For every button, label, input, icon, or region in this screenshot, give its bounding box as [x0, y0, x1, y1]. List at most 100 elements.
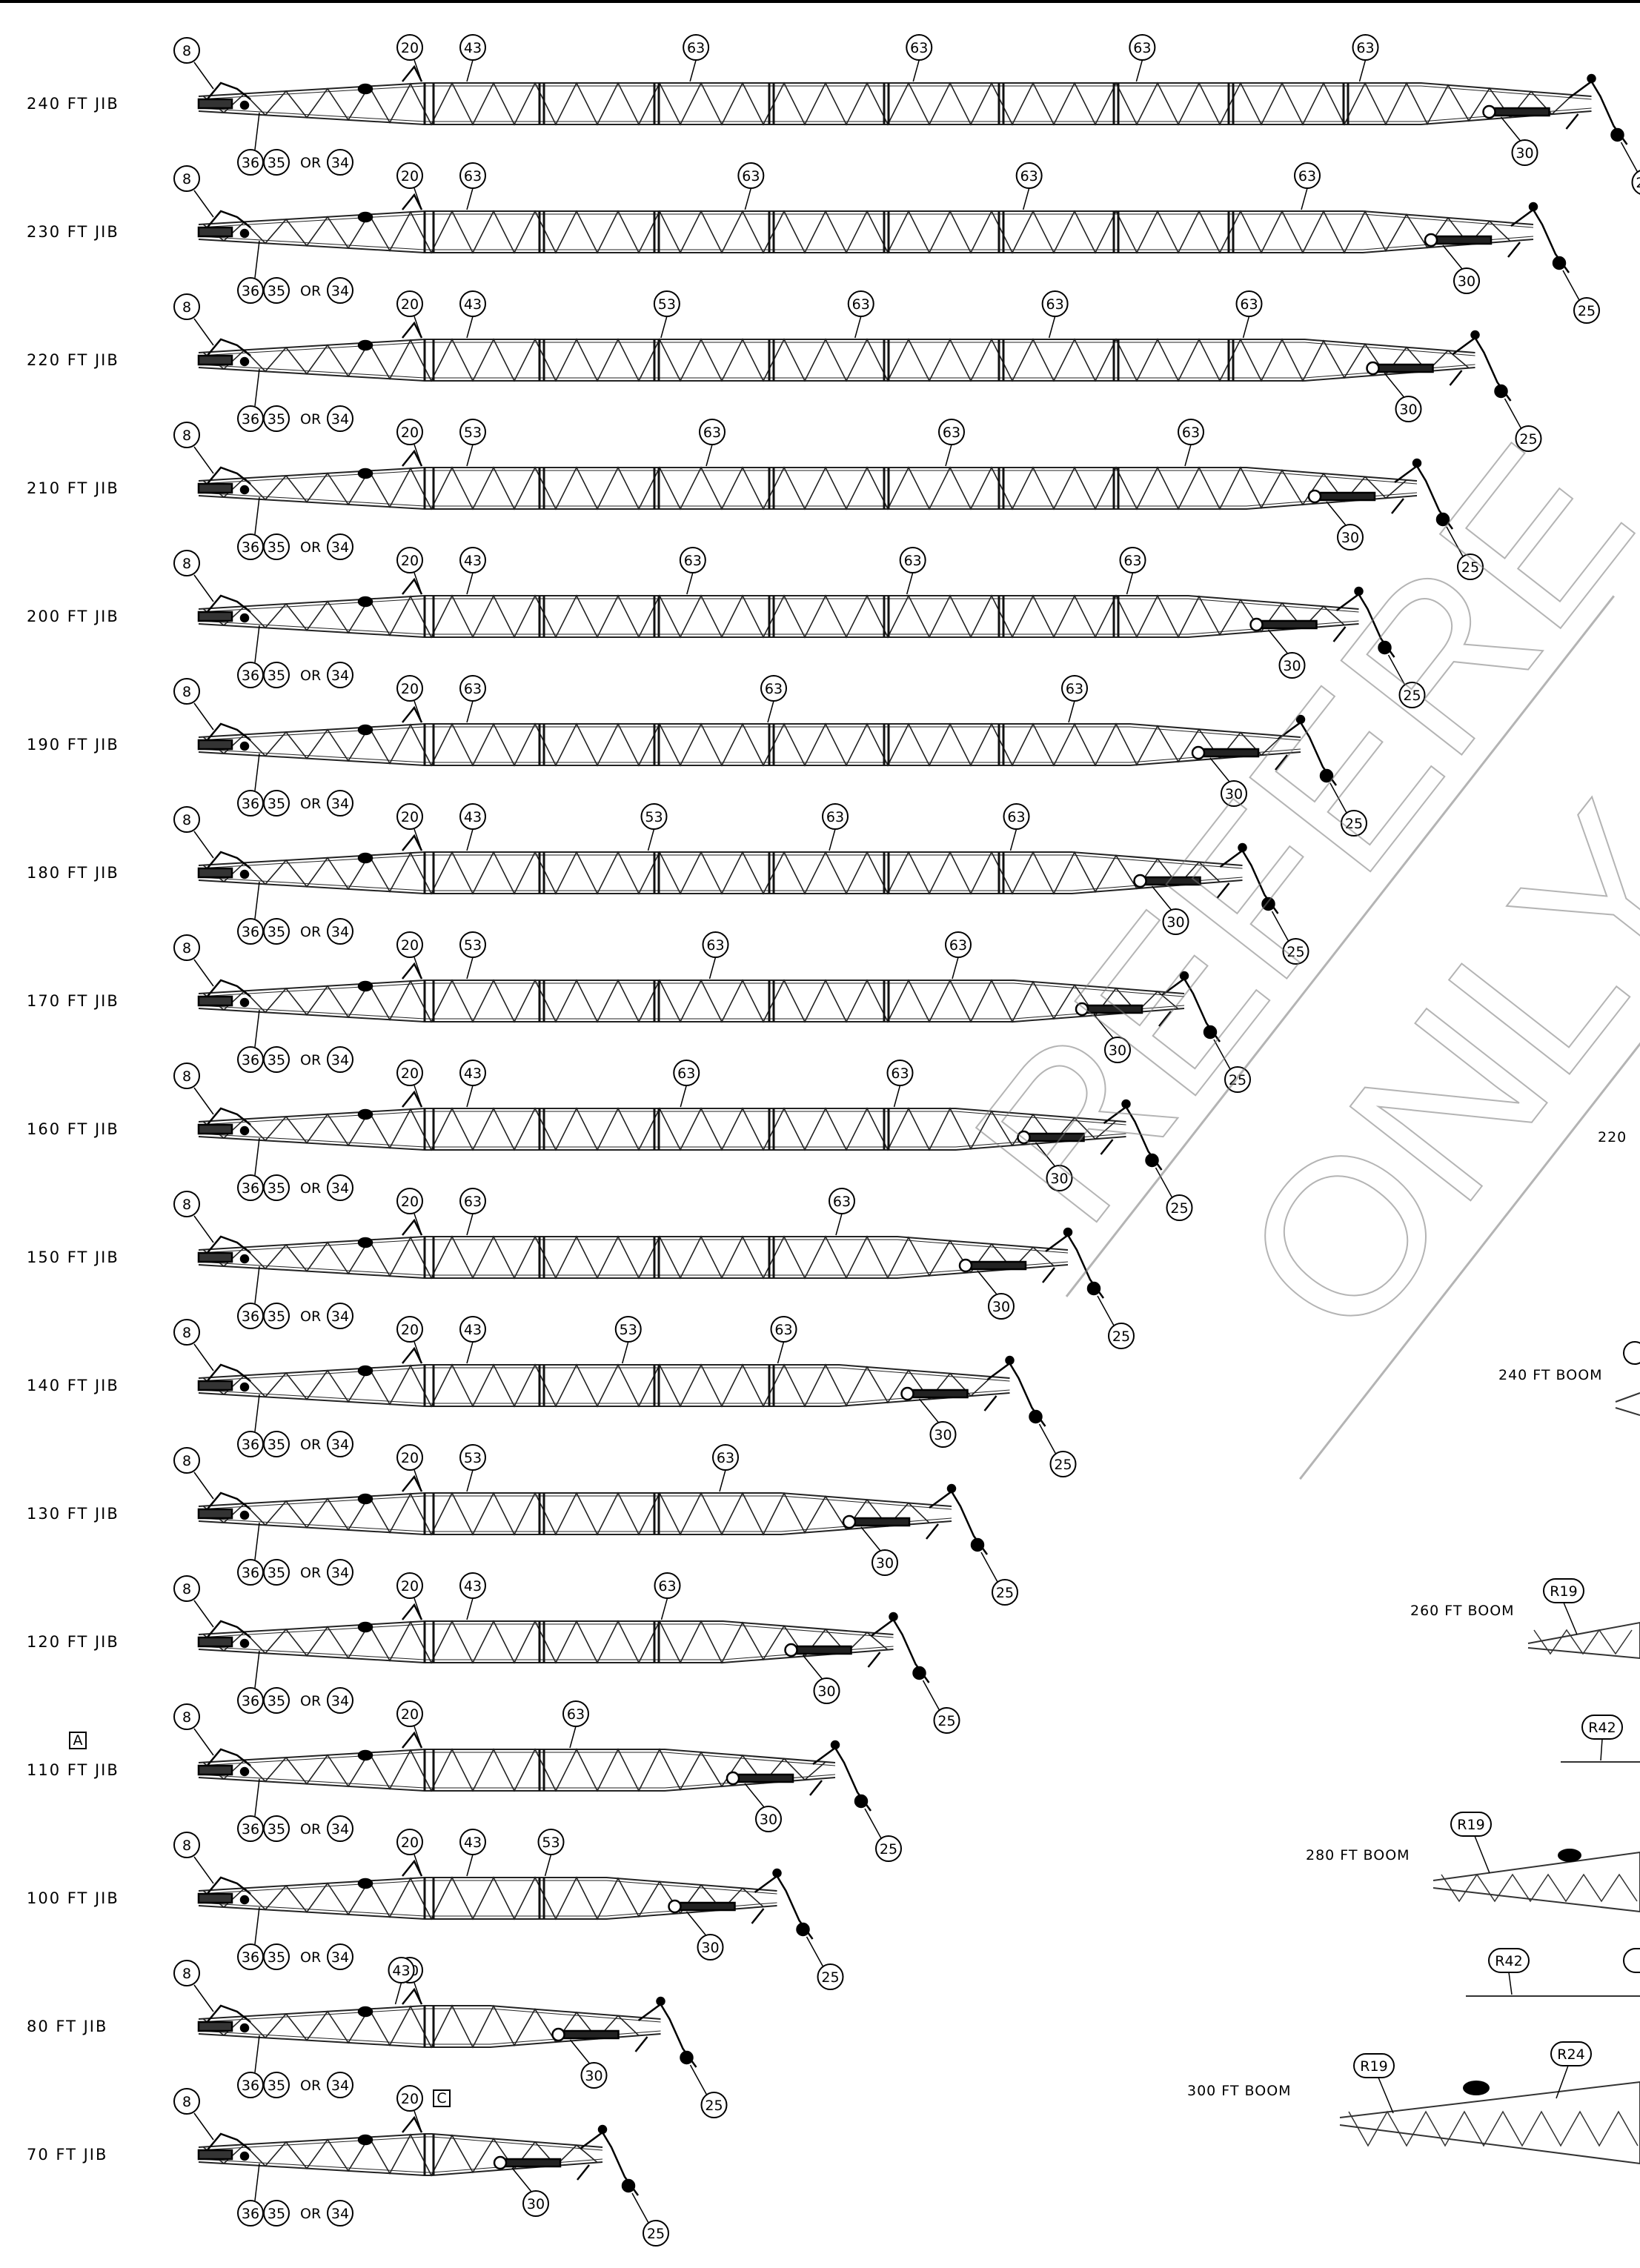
callout-bubble: 35: [263, 1815, 290, 1842]
callout-number: 8: [182, 171, 191, 187]
jib-tip-assembly: [1133, 842, 1279, 914]
callout-number: R19: [1550, 1583, 1577, 1600]
tip-line: [1158, 1011, 1172, 1027]
section-splices: [423, 596, 1120, 637]
callout-circle: [396, 1829, 423, 1855]
callout-circle: [263, 2072, 290, 2098]
callout-circle: [327, 1431, 353, 1457]
callout-bubble: 20: [396, 1444, 423, 1471]
callout-circle: [327, 2072, 353, 2098]
sheave-wheel: [726, 1771, 740, 1786]
callout-bubble: 34: [327, 1174, 353, 1201]
jib-strut-fitting: [357, 1474, 423, 1505]
strut-sheave: [357, 596, 374, 608]
tip-pin: [1470, 330, 1480, 340]
callout-circle: [1573, 297, 1600, 324]
callout-bubble: 34: [327, 2200, 353, 2227]
or-word: OR: [300, 2206, 321, 2222]
leader-line: [254, 1009, 260, 1048]
callout-bubble: 63: [459, 1188, 486, 1214]
callout-number: 36: [242, 924, 259, 940]
revision-flag-box: [433, 2089, 451, 2107]
callout-bubble: 43: [459, 547, 486, 573]
callout-bubble: 63: [1178, 419, 1204, 445]
callout-circle: [813, 1677, 840, 1704]
callout-number: 63: [703, 425, 721, 441]
callout-circle: [817, 1963, 844, 1990]
callout-number: 43: [464, 809, 482, 825]
section-splices: [423, 83, 1349, 124]
callout-bubble: 63: [673, 1060, 700, 1086]
heel-strut: [205, 722, 251, 742]
callout-bubble: 36: [237, 1431, 264, 1457]
top-chord: [198, 2005, 661, 2020]
heel-block: [197, 1123, 233, 1135]
sheave-bar: [1432, 235, 1493, 245]
callout-circle: [580, 2062, 608, 2089]
callout-number: 30: [1341, 530, 1359, 546]
tip-pin: [656, 1996, 665, 2006]
callout-bubble: 34: [327, 1431, 353, 1457]
callout-bubble: 8: [173, 1960, 200, 1986]
leader-line: [622, 1341, 629, 1364]
leader-line: [1209, 757, 1230, 782]
lattice-diagonals: [202, 722, 1283, 767]
bottom-chord: [198, 751, 1301, 766]
callout-bubble: 53: [459, 1444, 486, 1471]
callout-circle: [872, 1549, 898, 1576]
top-chord-inner: [198, 85, 1592, 100]
leader-line: [806, 1936, 824, 1967]
section-splices: [423, 1878, 545, 1919]
callout-bubble: 20: [396, 1829, 423, 1855]
callout-circle: [396, 803, 423, 830]
callout-bubble: 53: [640, 803, 668, 830]
sheave-wheel: [1075, 1002, 1089, 1017]
callout-number: 35: [268, 411, 285, 428]
callout-bubble: 36: [237, 533, 264, 560]
or-word: OR: [300, 155, 321, 171]
leader-line: [254, 1778, 260, 1817]
jib-tip-assembly: [958, 1227, 1105, 1299]
callout-number: 63: [1133, 40, 1151, 56]
heel-strut: [205, 1620, 251, 1640]
heel-pin: [239, 1638, 250, 1649]
callout-circle: [327, 918, 353, 945]
boom-sheave: [1558, 1849, 1581, 1862]
jib-heel-fitting: [197, 851, 251, 879]
jib-heel-fitting: [197, 594, 251, 623]
jib-lattice: [198, 1876, 777, 1921]
revision-flag-box: [69, 1732, 87, 1749]
leader-line: [922, 1680, 940, 1711]
boom-callout-fragment: [1623, 1341, 1640, 1365]
leader-line: [511, 2167, 532, 2192]
jib-heel-fitting: [197, 979, 251, 1008]
tip-block: [1203, 1025, 1218, 1040]
callout-number: 63: [943, 425, 960, 441]
jib-length-label: 100 FT JIB: [27, 1889, 119, 1907]
strut-sheave: [357, 1878, 374, 1889]
leader-line: [414, 1213, 422, 1236]
callout-bubble: 36: [237, 405, 264, 432]
callout-bubble: 63: [712, 1444, 739, 1471]
callout-oval: [1550, 2041, 1592, 2066]
callout-bubble: 36: [237, 662, 264, 688]
leader-line: [829, 828, 836, 851]
callout-circle: [327, 1815, 353, 1842]
leader-line: [1022, 187, 1030, 210]
callout-circle: [173, 934, 200, 961]
callout-bubble: 63: [1015, 162, 1043, 189]
leader-line: [977, 1270, 997, 1295]
jib-length-label: 150 FT JIB: [27, 1248, 119, 1266]
callout-bubble: 20: [396, 931, 423, 958]
callout-number: 35: [268, 1693, 285, 1709]
bottom-chord-inner: [198, 620, 1359, 635]
callout-number: 63: [1020, 168, 1038, 184]
lattice-diagonals: [202, 2133, 598, 2177]
callout-circle: [173, 806, 200, 833]
callout-number: 63: [658, 1578, 676, 1594]
boom-callout-bubble: R42: [1581, 1715, 1623, 1740]
callout-circle: [1631, 170, 1640, 195]
callout-number: 63: [567, 1706, 585, 1723]
